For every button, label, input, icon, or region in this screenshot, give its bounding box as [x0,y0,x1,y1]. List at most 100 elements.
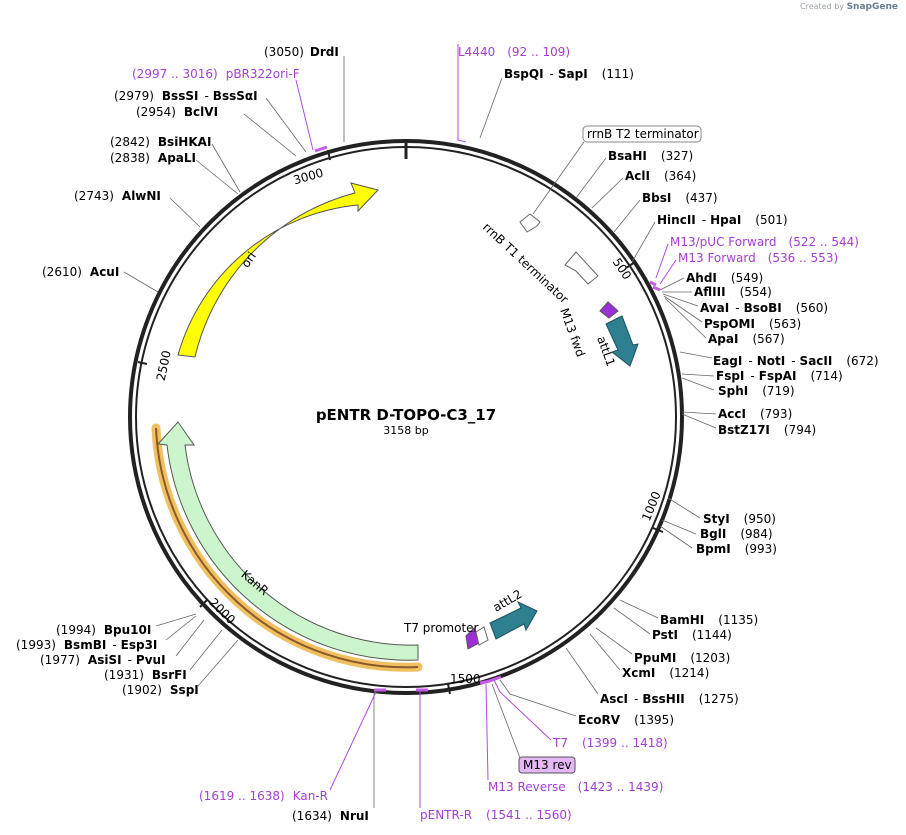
rrnb-t2-arrow[interactable] [519,213,541,233]
svg-text:BstZ17I(794): BstZ17I(794) [718,423,816,437]
svg-text:EagI-NotI-SacII(672): EagI-NotI-SacII(672) [713,354,879,368]
ori-feature[interactable] [177,182,379,358]
svg-text:(2743)AlwNI: (2743)AlwNI [74,189,161,203]
svg-text:AclI(364): AclI(364) [625,169,696,183]
site-acci[interactable]: AccI(793) [681,407,792,421]
site-bpu10i[interactable]: (1994)Bpu10I [56,613,197,637]
rrnb-t2-label: rrnB T2 terminator [587,127,699,141]
site-afliii[interactable]: AflIII(554) [662,285,772,299]
rrnb-t1-label: rrnB T1 terminator [480,220,571,306]
site-ahdi[interactable]: AhdI(549) [659,271,763,291]
svg-text:(1977)AsiSI-PvuI: (1977)AsiSI-PvuI [40,653,166,667]
site-apai[interactable]: ApaI(567) [664,297,785,346]
tick-2500: 2500 [137,349,174,382]
site-acui[interactable]: (2610)AcuI [42,265,159,293]
site-drdi[interactable]: (3050)DrdI [264,45,345,142]
svg-text:M13/pUC Forward(522 .. 544): M13/pUC Forward(522 .. 544) [670,235,859,249]
site-bsssi[interactable]: (2979)BssSI-BssSαI [114,89,307,153]
site-sspi[interactable]: (1902)SspI [122,639,239,697]
kanr-primer-line [155,427,419,669]
t7-promoter-label: T7 promoter [403,621,479,635]
site-bclvi[interactable]: (2954)BclVI [136,105,297,157]
primer-m13-rev[interactable]: M13 rev [491,683,576,774]
ori-label: ori [239,249,259,270]
svg-text:BspQI-SapI(111): BspQI-SapI(111) [504,67,634,81]
site-styi[interactable]: StyI(950) [667,497,776,526]
tick-label-3000: 3000 [292,166,325,188]
t7-small-arrow[interactable] [475,626,489,646]
svg-text:(2842)BsiHKAI: (2842)BsiHKAI [110,135,211,149]
watermark-prefix: Created by [800,2,845,11]
svg-text:pENTR-R(1541 .. 1560): pENTR-R(1541 .. 1560) [420,808,572,822]
svg-text:(1994)Bpu10I: (1994)Bpu10I [56,623,151,637]
m13-fwd-arrow[interactable] [599,301,619,319]
site-psti[interactable]: PstI(1144) [613,607,732,642]
svg-text:PstI(1144): PstI(1144) [652,628,732,642]
m13-fwd-label: M13 fwd [557,306,588,359]
svg-text:AscI-BssHII(1275): AscI-BssHII(1275) [600,692,739,706]
site-ecorv[interactable]: EcoRV(1395) [499,679,674,727]
svg-text:BglI(984): BglI(984) [700,527,773,541]
svg-text:(1634)NruI: (1634)NruI [292,809,369,823]
svg-text:BsaHI(327): BsaHI(327) [608,149,693,163]
watermark-brand: SnapGene [846,2,898,12]
site-bspqi[interactable]: BspQI-SapI(111) [479,67,634,139]
site-pspomi[interactable]: PspOMI(563) [663,295,801,331]
attl1-arrow[interactable] [605,315,639,367]
primer-t7[interactable]: T7(1399 .. 1418) [493,679,668,750]
svg-text:FspI-FspAI(714): FspI-FspAI(714) [716,369,843,383]
site-bbsi[interactable]: BbsI(437) [613,191,718,233]
m13-rev-label: M13 rev [523,758,572,772]
site-asci[interactable]: AscI-BssHII(1275) [565,647,739,706]
svg-text:AflIII(554): AflIII(554) [694,285,772,299]
tick-1500: 1500 [447,672,481,695]
tick-label-1500: 1500 [450,672,481,686]
svg-text:T7(1399 .. 1418): T7(1399 .. 1418) [552,736,668,750]
svg-text:AvaI-BsoBI(560): AvaI-BsoBI(560) [700,301,828,315]
site-acli[interactable]: AclI(364) [591,169,696,209]
site-hincii[interactable]: HincII-HpaI(501) [631,213,788,263]
site-bamhi[interactable]: BamHI(1135) [619,599,758,627]
site-bsihkai[interactable]: (2842)BsiHKAI [110,135,241,193]
svg-text:ApaI(567): ApaI(567) [708,332,785,346]
primer-pbr322ori-f[interactable]: (2997 .. 3016)pBR322ori-F [132,67,314,151]
svg-text:HincII-HpaI(501): HincII-HpaI(501) [657,213,788,227]
site-xcmi[interactable]: XcmI(1214) [589,633,709,680]
site-avai[interactable]: AvaI-BsoBI(560) [662,293,828,315]
svg-text:(1931)BsrFI: (1931)BsrFI [104,668,187,682]
site-asisi[interactable]: (1977)AsiSI-PvuI [40,619,205,667]
site-fspi[interactable]: FspI-FspAI(714) [681,369,843,383]
primer-kan-r[interactable]: (1619 .. 1638)Kan-R [199,691,377,803]
primer-l4440[interactable]: L4440(92 .. 109) [457,44,570,143]
site-ppumi[interactable]: PpuMI(1203) [595,627,730,665]
backbone-outer [128,139,684,695]
site-nrui[interactable]: (1634)NruI [292,692,375,823]
svg-text:(2997 .. 3016)pBR322ori-F: (2997 .. 3016)pBR322ori-F [132,67,300,81]
primer-marks [314,145,661,692]
kanr-feature[interactable] [156,421,419,661]
primer-pentr-r[interactable]: pENTR-R(1541 .. 1560) [419,690,572,822]
site-bsahi[interactable]: BsaHI(327) [575,149,693,199]
primer-m13-puc-forward[interactable]: M13/pUC Forward(522 .. 544) [655,235,859,279]
site-alwni[interactable]: (2743)AlwNI [74,189,201,228]
site-sphi[interactable]: SphI(719) [681,377,795,398]
primer-m13-reverse[interactable]: M13 Reverse(1423 .. 1439) [485,683,663,794]
site-bstz17i[interactable]: BstZ17I(794) [681,413,816,437]
feature-rrnb-t2[interactable]: rrnB T2 terminator [532,125,702,215]
tick-label-2500: 2500 [154,349,174,382]
primer-m13-forward[interactable]: M13 Forward(536 .. 553) [659,251,838,285]
svg-text:EcoRV(1395): EcoRV(1395) [578,713,674,727]
svg-text:(1902)SspI: (1902)SspI [122,683,199,697]
site-apali[interactable]: (2838)ApaLI [110,151,239,195]
site-bsrfi[interactable]: (1931)BsrFI [104,629,223,682]
svg-text:BpmI(993): BpmI(993) [696,542,777,556]
site-bsmbi[interactable]: (1993)BsmBI-Esp3I [16,615,197,652]
svg-text:(1619 .. 1638)Kan-R: (1619 .. 1638)Kan-R [199,789,328,803]
site-bpmi[interactable]: BpmI(993) [659,525,777,556]
site-eagi[interactable]: EagI-NotI-SacII(672) [679,351,879,368]
svg-text:AhdI(549): AhdI(549) [686,271,763,285]
attl2-arrow[interactable] [489,600,538,640]
svg-text:XcmI(1214): XcmI(1214) [622,666,709,680]
site-bgli[interactable]: BglI(984) [661,519,773,541]
rrnb-t1-arrow[interactable] [564,251,599,285]
